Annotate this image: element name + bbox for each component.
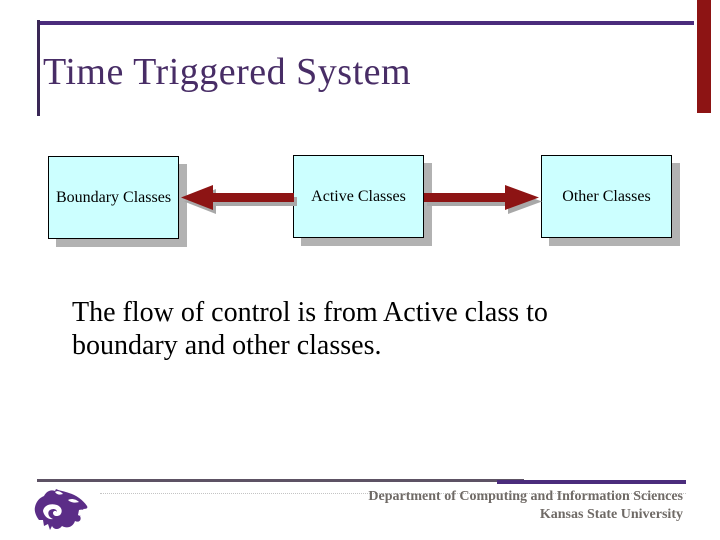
arrow-active-to-other — [424, 185, 539, 210]
top-accent-line — [37, 21, 694, 25]
footer-dotted-line — [100, 493, 686, 494]
class-box-active-label: Active Classes — [311, 187, 406, 205]
class-box-boundary: Boundary Classes — [48, 156, 179, 239]
body-text-line-1: The flow of control is from Active class… — [72, 297, 548, 328]
arrow-active-to-boundary — [181, 185, 294, 210]
body-text: The flow of control is from Active class… — [72, 296, 672, 362]
class-box-other: Other Classes — [541, 155, 672, 238]
top-right-red-bar — [697, 0, 711, 113]
body-text-line-2: boundary and other classes. — [72, 330, 382, 361]
class-box-other-label: Other Classes — [562, 187, 651, 205]
powercat-cheek-swirl — [43, 504, 62, 520]
slide-title: Time Triggered System — [43, 51, 412, 93]
footer-divider-gray — [37, 479, 524, 482]
powercat-ear-notch — [55, 491, 63, 495]
powercat-eye — [68, 498, 79, 503]
footer-university: Kansas State University — [539, 507, 683, 522]
diagram-arrows-svg — [181, 185, 542, 214]
kstate-powercat-logo — [34, 489, 88, 530]
class-box-boundary-label: Boundary Classes — [55, 188, 172, 206]
class-box-active: Active Classes — [293, 155, 424, 238]
footer-divider-purple — [497, 480, 686, 484]
powercat-mouth-gap — [78, 509, 86, 516]
footer-text-block: Department of Computing and Information … — [368, 488, 683, 524]
footer-department: Department of Computing and Information … — [368, 489, 683, 504]
left-accent-line — [37, 20, 40, 116]
